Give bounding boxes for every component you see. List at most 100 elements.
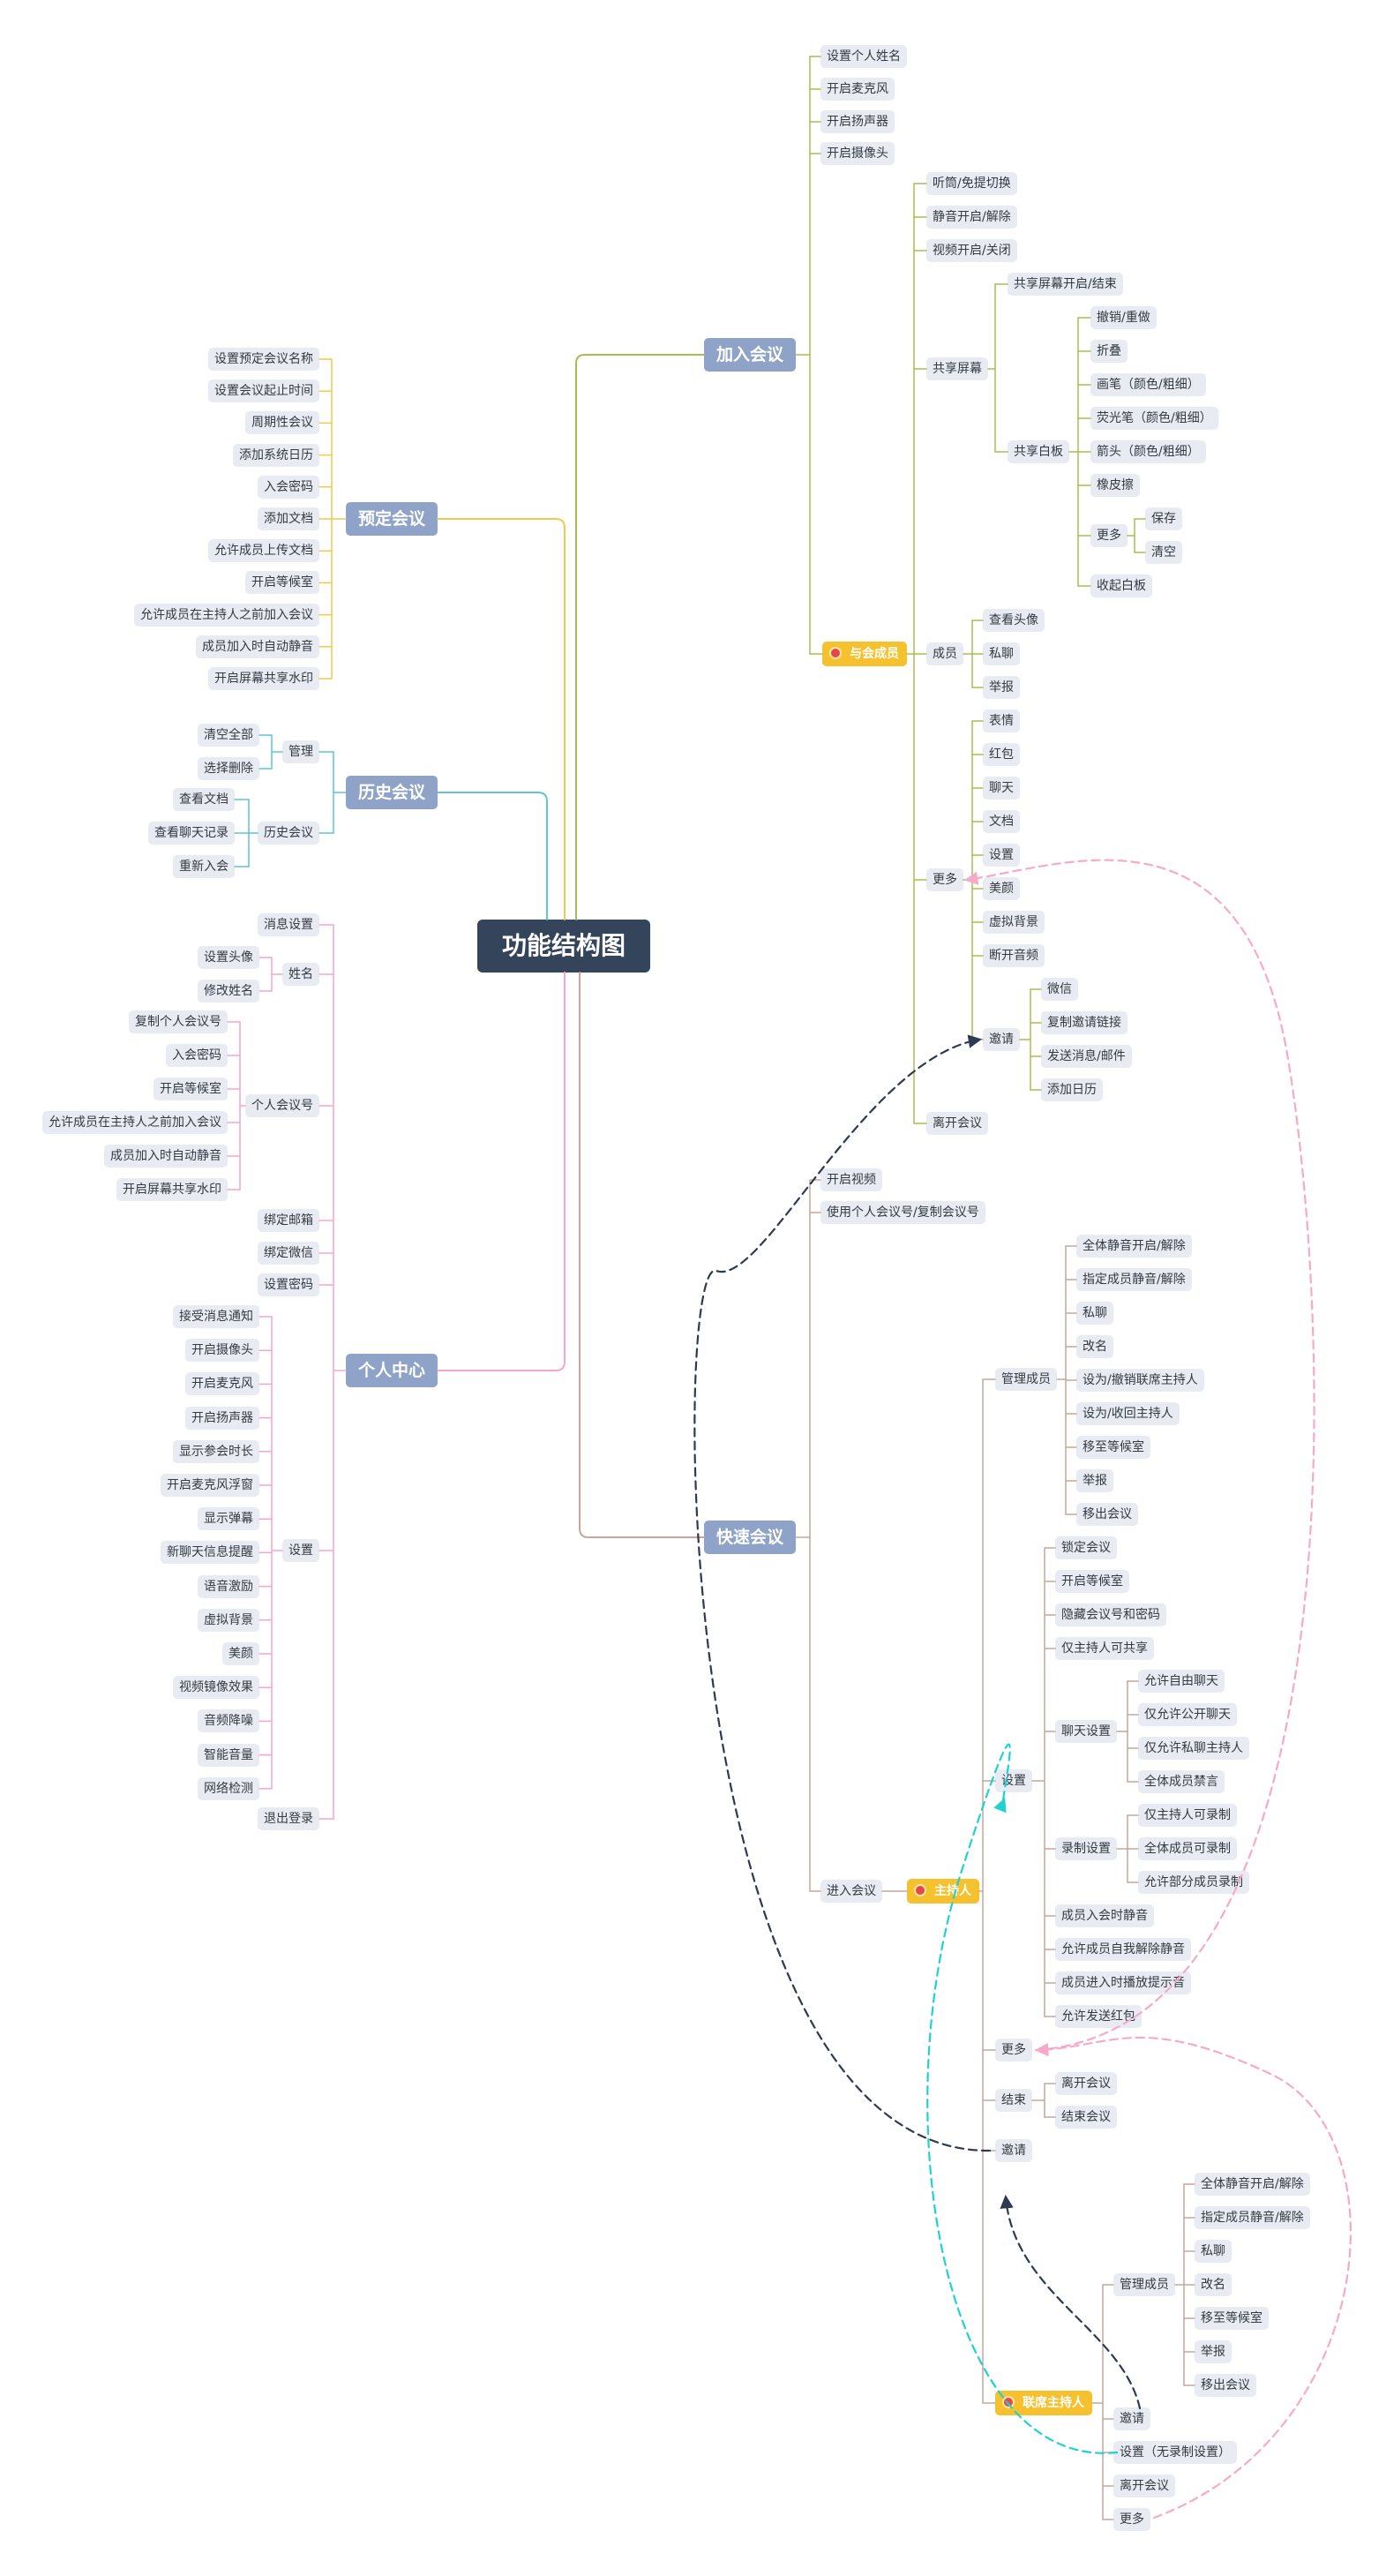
history-record-item: 查看聊天记录 [148,822,235,845]
personal-meeting-no-node: 个人会议号 [245,1094,319,1117]
schedule-item: 成员加入时自动静音 [196,635,319,658]
cohost-manage-item: 改名 [1195,2273,1232,2296]
personal-settings-node: 设置 [282,1539,319,1562]
record-settings-node: 录制设置 [1055,1837,1117,1860]
whiteboard-item: 荧光笔（颜色/粗细） [1090,407,1218,430]
schedule-item: 入会密码 [258,475,319,499]
host-settings-node: 设置 [995,1769,1032,1792]
host-more-node: 更多 [995,2039,1032,2062]
meeting-no-item: 成员加入时自动静音 [104,1145,228,1168]
marker-dot-icon [829,647,842,659]
more-item: 虚拟背景 [983,911,1045,934]
join-pre-item: 设置个人姓名 [820,45,907,68]
join-pre-item: 开启麦克风 [820,78,895,101]
set-password-node: 设置密码 [258,1273,319,1296]
participant-more-node: 更多 [926,868,963,891]
cohost-manage-item: 全体静音开启/解除 [1195,2173,1310,2196]
personal-setting-item: 音频降噪 [198,1709,259,1733]
participant-item: 视频开启/关闭 [926,239,1017,262]
more-item: 表情 [983,710,1020,732]
personal-setting-item: 显示弹幕 [198,1507,259,1531]
host-setting-item: 开启等候室 [1055,1570,1129,1593]
invite-item: 复制邀请链接 [1041,1011,1128,1034]
branch-personal-center: 个人中心 [346,1354,438,1387]
cohost-leave-node: 离开会议 [1113,2475,1175,2497]
host-manage-item: 设为/撤销联席主持人 [1076,1369,1204,1392]
schedule-item: 开启屏幕共享水印 [208,667,319,690]
host-invite-node: 邀请 [995,2139,1032,2162]
whiteboard-more-node: 更多 [1090,524,1128,547]
chat-setting-item: 仅允许公开聊天 [1138,1703,1237,1726]
meeting-no-item: 开启等候室 [154,1078,228,1100]
trunk-history [437,792,548,920]
invite-item: 微信 [1041,978,1078,1001]
tag-cohost: 联席主持人 [995,2391,1092,2415]
trunk-quick [579,972,705,1538]
history-manage-node: 管理 [282,740,319,763]
host-manage-node: 管理成员 [995,1368,1057,1391]
participant-item: 静音开启/解除 [926,206,1017,229]
link-invite-host [693,1034,992,2152]
schedule-item: 允许成员在主持人之前加入会议 [134,603,319,627]
history-manage-item: 选择删除 [198,757,259,780]
meeting-no-item: 开启屏幕共享水印 [116,1178,228,1201]
host-setting-item: 隐藏会议号和密码 [1055,1603,1166,1626]
record-setting-item: 允许部分成员录制 [1138,1871,1249,1894]
meeting-no-item: 复制个人会议号 [129,1010,228,1033]
end-item: 离开会议 [1055,2072,1117,2095]
host-manage-item: 举报 [1076,1469,1113,1492]
leave-meeting-node: 离开会议 [926,1112,988,1135]
history-record-item: 重新入会 [173,855,235,878]
branch-quick-meeting: 快速会议 [704,1521,797,1554]
whiteboard-item: 折叠 [1090,340,1128,363]
schedule-item: 允许成员上传文档 [208,539,319,563]
cohost-manage-item: 私聊 [1195,2240,1232,2263]
member-item: 查看头像 [983,609,1045,632]
more-item: 断开音频 [983,944,1045,967]
join-pre-item: 开启摄像头 [820,142,895,165]
host-manage-item: 移出会议 [1076,1503,1138,1526]
host-manage-item: 改名 [1076,1335,1113,1358]
host-manage-item: 指定成员静音/解除 [1076,1268,1192,1291]
host-end-node: 结束 [995,2089,1032,2112]
root-title: 功能结构图 [477,920,651,973]
personal-setting-item: 新聊天信息提醒 [161,1541,259,1565]
more-item: 红包 [983,743,1020,766]
history-manage-item: 清空全部 [198,724,259,747]
chat-setting-item: 仅允许私聊主持人 [1138,1737,1249,1760]
cohost-manage-item: 指定成员静音/解除 [1195,2206,1310,2229]
schedule-item: 添加文档 [258,507,319,530]
link-invite-cohost [1000,2194,1142,2410]
meeting-no-item: 入会密码 [166,1044,228,1067]
record-setting-item: 仅主持人可录制 [1138,1804,1237,1827]
quick-pre-item: 使用个人会议号/复制会议号 [820,1201,985,1224]
personal-setting-item: 开启麦克风浮窗 [161,1474,259,1497]
more-item: 美颜 [983,877,1020,900]
collapse-whiteboard-node: 收起白板 [1090,575,1152,597]
link-settings-cohost [926,1743,1119,2454]
cohost-manage-item: 举报 [1195,2340,1232,2363]
host-manage-item: 移至等候室 [1076,1436,1150,1459]
branch-history-meeting: 历史会议 [346,776,438,809]
cohost-settings-node: 设置（无录制设置） [1113,2441,1237,2464]
history-record-node: 历史会议 [258,822,319,845]
cohost-more-node: 更多 [1113,2508,1150,2531]
tag-participant: 与会成员 [822,642,907,666]
branch-schedule-meeting: 预定会议 [346,502,438,536]
personal-setting-item: 美颜 [222,1642,259,1665]
host-setting-item: 仅主持人可共享 [1055,1637,1154,1660]
whiteboard-more-item: 清空 [1145,541,1182,564]
more-item: 文档 [983,810,1020,833]
chat-settings-node: 聊天设置 [1055,1720,1117,1743]
tag-label: 联席主持人 [1023,2396,1084,2410]
whiteboard-item: 画笔（颜色/粗细） [1090,373,1206,396]
schedule-item: 设置预定会议名称 [208,348,319,371]
record-setting-item: 全体成员可录制 [1138,1837,1237,1860]
host-manage-item: 设为/收回主持人 [1076,1402,1180,1425]
chat-setting-item: 允许自由聊天 [1138,1670,1225,1693]
host-manage-item: 全体静音开启/解除 [1076,1235,1192,1258]
personal-setting-item: 语音激励 [198,1574,259,1598]
personal-setting-item: 开启麦克风 [185,1372,259,1396]
schedule-item: 开启等候室 [245,571,319,595]
cohost-manage-item: 移至等候室 [1195,2307,1269,2330]
